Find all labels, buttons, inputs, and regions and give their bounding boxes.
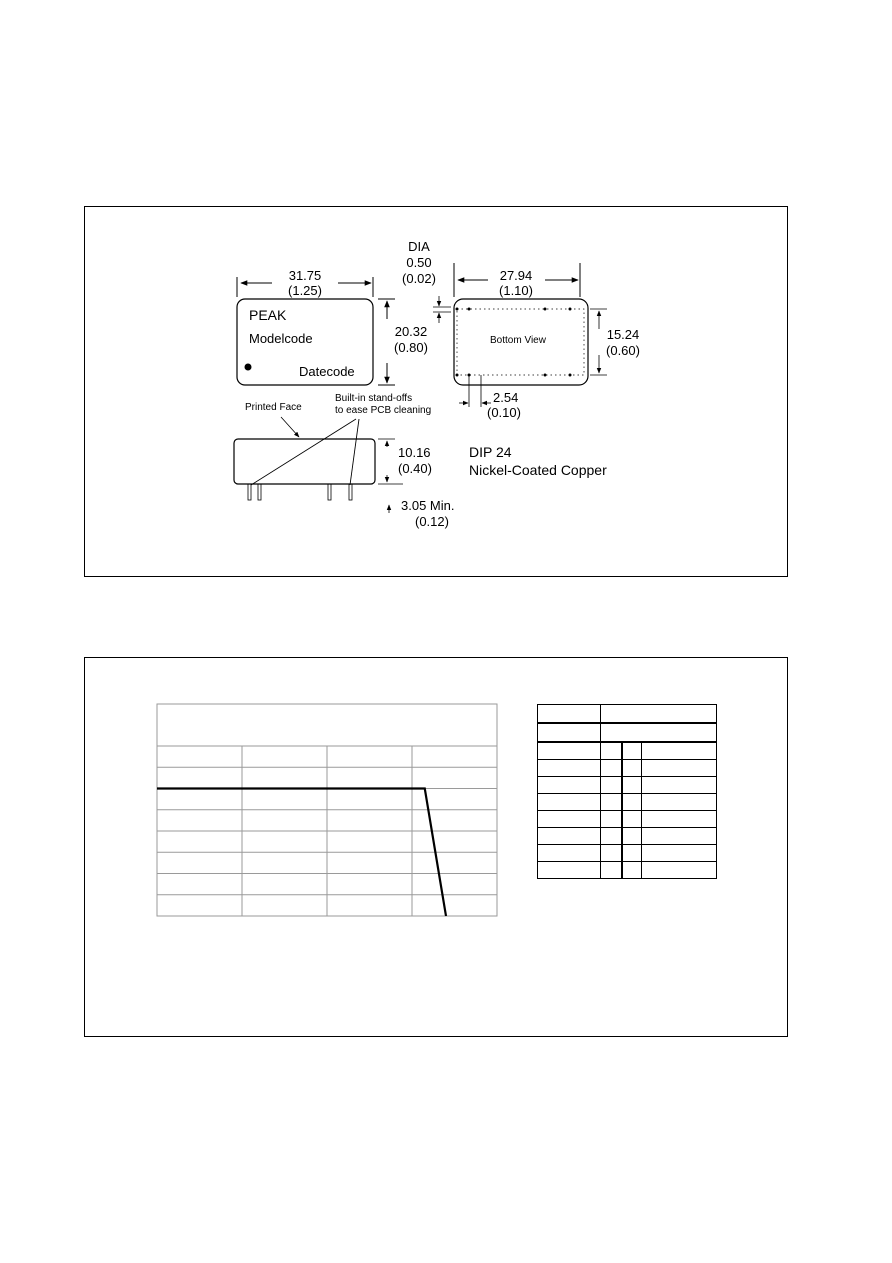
modelcode-label: Modelcode [249,331,313,346]
table-cell [537,741,601,760]
table-cell [641,793,717,811]
table-cell [600,776,623,794]
table-cell [600,759,623,777]
bottom-width-mm: 27.94 [500,268,533,283]
table-cell [537,861,601,879]
table-row [537,810,717,828]
pin-row-in: (0.60) [606,343,640,358]
table-cell [621,844,642,862]
derating-chart [156,703,498,917]
pin-length-in: (0.12) [415,514,449,529]
pin1-marker-dot [244,363,252,371]
pin-table-header-cell [600,722,717,743]
brand-label: PEAK [249,307,287,323]
package-type: DIP 24 [469,444,512,460]
derating-curve [157,787,448,917]
top-view: 31.75 (1.25) PEAK Modelcode Datecode 20.… [236,268,428,386]
pin-table-header-row [537,704,717,724]
body-height-mm: 10.16 [398,445,431,460]
table-cell [600,741,623,760]
pitch-in: (0.10) [487,405,521,420]
printed-face-label: Printed Face [245,402,302,413]
standoff-label-line1: Built-in stand-offs [335,393,412,404]
table-cell [641,827,717,845]
top-height-in: (0.80) [394,340,428,355]
table-row [537,844,717,862]
mechanical-drawing: 31.75 (1.25) PEAK Modelcode Datecode 20.… [233,239,640,529]
table-row [537,776,717,794]
pin-grid-outline [456,308,585,376]
case-material: Nickel-Coated Copper [469,462,607,478]
derating-panel [84,657,788,1037]
table-cell [641,776,717,794]
table-cell [537,776,601,794]
table-cell [621,759,642,777]
table-cell [600,827,623,845]
table-cell [641,759,717,777]
pin-table-header-cell [600,704,717,724]
table-row [537,741,717,760]
table-cell [621,827,642,845]
top-width-in: (1.25) [288,283,322,298]
top-height-mm: 20.32 [395,324,428,339]
pin-table-header-cell [537,722,601,743]
table-cell [537,827,601,845]
pin-positions [455,307,572,377]
table-cell [621,861,642,879]
body-height-in: (0.40) [398,461,432,476]
table-cell [537,810,601,828]
pin-table-header-row [537,722,717,743]
table-cell [600,844,623,862]
pin-length-mm: 3.05 Min. [401,498,454,513]
side-view: Printed Face Built-in stand-offs to ease… [233,393,454,529]
table-cell [621,741,642,760]
table-cell [537,793,601,811]
datecode-label: Datecode [299,364,355,379]
table-cell [537,759,601,777]
top-width-mm: 31.75 [289,268,322,283]
side-pins [247,483,353,501]
dia-in: (0.02) [402,271,436,286]
table-cell [641,810,717,828]
dia-mm: 0.50 [406,255,431,270]
table-cell [621,810,642,828]
table-cell [600,861,623,879]
table-row [537,759,717,777]
table-cell [621,776,642,794]
module-side-outline [233,438,376,485]
dia-label: DIA [408,239,430,254]
bottom-view-caption: Bottom View [490,335,547,346]
table-cell [600,810,623,828]
module-top-outline [236,298,374,386]
pitch-mm: 2.54 [493,390,518,405]
table-cell [537,844,601,862]
table-cell [641,741,717,760]
bottom-width-in: (1.10) [499,283,533,298]
table-cell [600,793,623,811]
table-cell [641,844,717,862]
mechanical-drawing-panel: 31.75 (1.25) PEAK Modelcode Datecode 20.… [84,206,788,577]
table-row [537,861,717,879]
table-row [537,793,717,811]
table-cell [621,793,642,811]
pin-table-header-cell [537,704,601,724]
pin-diameter-callout: DIA 0.50 (0.02) [402,239,451,323]
bottom-view: 27.94 (1.10) Bottom View 15.24 (0.60) [453,263,640,420]
table-cell [641,861,717,879]
module-bottom-outline [453,298,589,386]
pin-row-mm: 15.24 [607,327,640,342]
standoff-label-line2: to ease PCB cleaning [335,405,431,416]
table-row [537,827,717,845]
pin-connection-table [537,704,717,879]
